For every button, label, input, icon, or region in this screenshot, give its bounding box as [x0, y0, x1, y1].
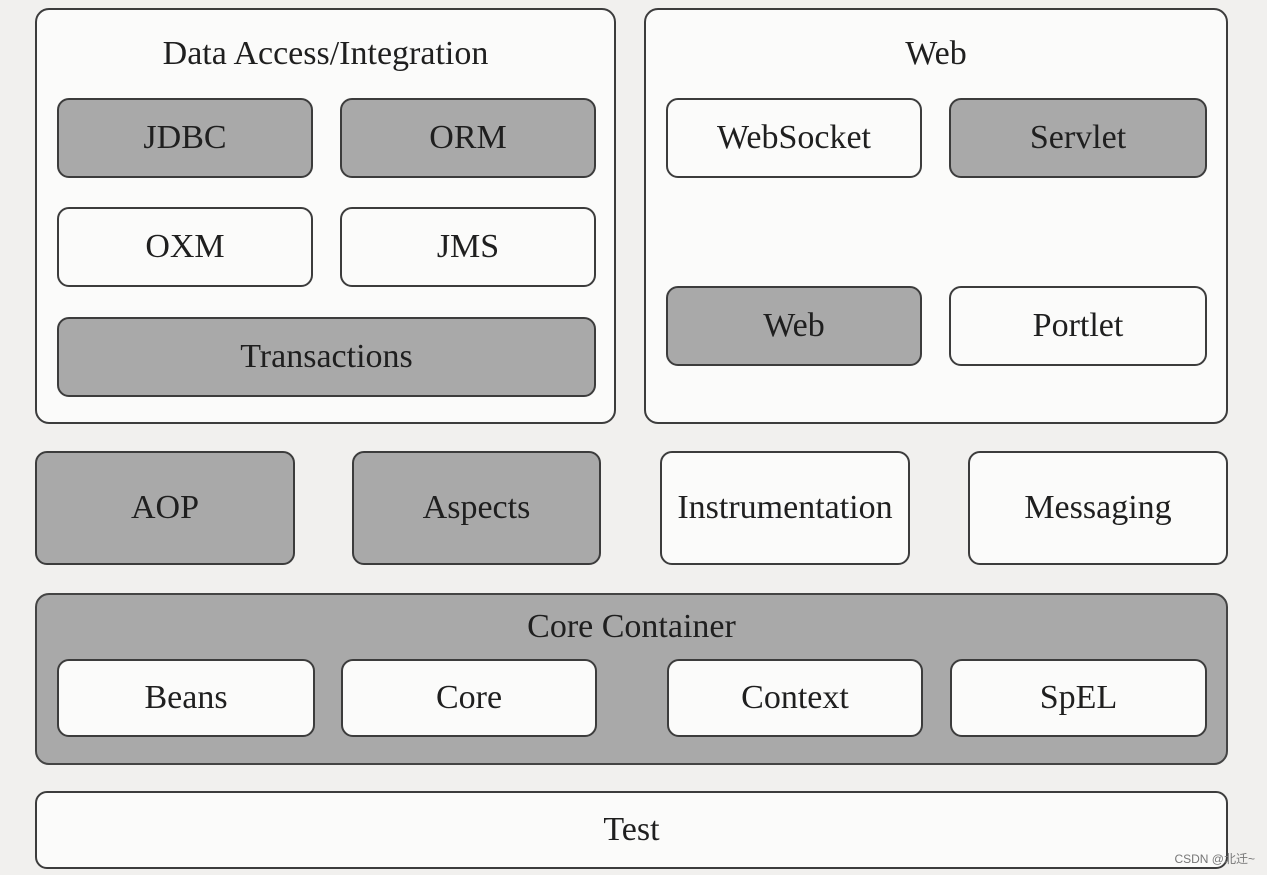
data-access-integration-title: Data Access/Integration [162, 35, 489, 72]
jdbc-module: JDBC [57, 98, 313, 178]
core-container-title: Core Container [527, 608, 736, 645]
data-access-integration-panel: Data Access/Integration JDBC ORM OXM JMS… [35, 8, 616, 424]
transactions-module: Transactions [57, 317, 596, 397]
web-module: Web [666, 286, 922, 366]
web-panel-title: Web [905, 35, 967, 72]
core-module: Core [341, 659, 597, 737]
portlet-module: Portlet [949, 286, 1207, 366]
test-module: Test [35, 791, 1228, 869]
aspects-module: Aspects [352, 451, 601, 565]
watermark: CSDN @北迁~ [1174, 852, 1255, 866]
instrumentation-module: Instrumentation [660, 451, 910, 565]
jms-module: JMS [340, 207, 596, 287]
core-container-panel: Core Container Beans Core Context SpEL [35, 593, 1228, 765]
messaging-module: Messaging [968, 451, 1228, 565]
context-module: Context [667, 659, 923, 737]
orm-module: ORM [340, 98, 596, 178]
beans-module: Beans [57, 659, 315, 737]
web-panel: Web WebSocket Servlet Web Portlet [644, 8, 1228, 424]
spel-module: SpEL [950, 659, 1207, 737]
aop-module: AOP [35, 451, 295, 565]
oxm-module: OXM [57, 207, 313, 287]
websocket-module: WebSocket [666, 98, 922, 178]
servlet-module: Servlet [949, 98, 1207, 178]
